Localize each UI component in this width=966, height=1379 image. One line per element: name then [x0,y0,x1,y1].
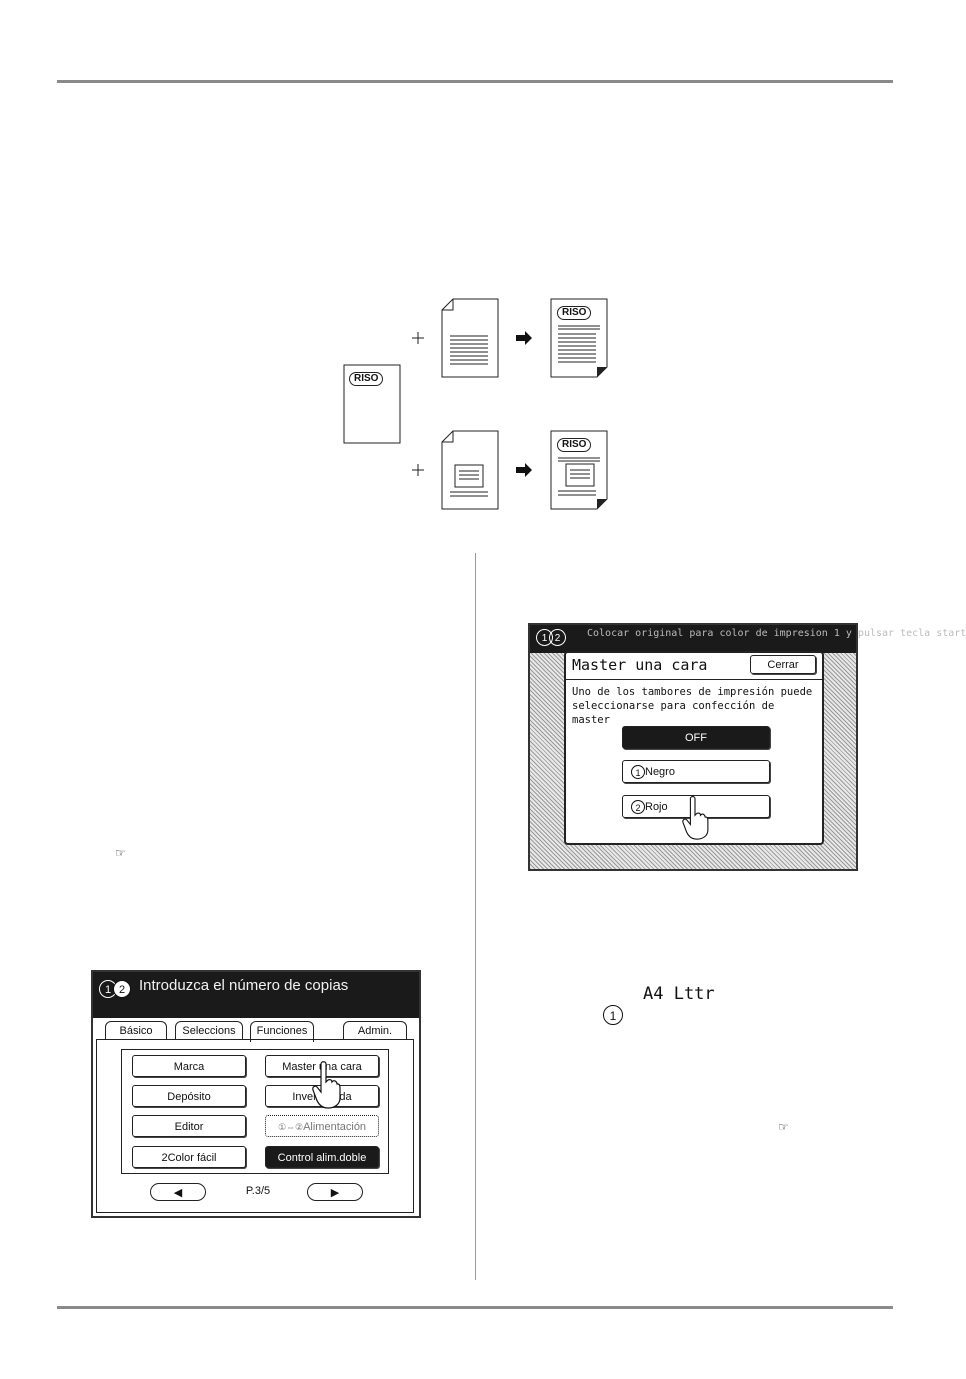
deposito-button[interactable]: Depósito [132,1085,246,1107]
top-rule [57,80,893,83]
alimentacion-label: Alimentación [303,1121,367,1133]
screen-title: Introduzca el número de copias [139,977,349,994]
functions-grid [121,1049,389,1174]
riso-logo-bottom-result: RISO [557,438,592,452]
option-off-button[interactable]: OFF [622,726,770,749]
tab-seleccions[interactable]: Seleccions [175,1021,243,1040]
prev-page-button[interactable]: ◀ [150,1183,206,1201]
tab-admin[interactable]: Admin. [343,1021,407,1040]
overlay-diagram [343,298,608,510]
2color-facil-button[interactable]: 2Color fácil [132,1146,246,1168]
triangle-left-icon: ◀ [173,1187,183,1199]
functions-panel [96,1039,414,1213]
tab-basico[interactable]: Básico [105,1021,167,1040]
drum-icon: ①⇔② [277,1122,304,1132]
arrow-right-icon [516,331,532,477]
result-text-sheet [550,298,608,378]
plus-icon [412,332,424,476]
original-image-sheet [441,430,499,510]
pointing-hand-icon [312,1061,341,1109]
riso-logo-text: RISO [354,373,379,384]
page-indicator: P.3/5 [245,1185,271,1197]
close-button[interactable]: Cerrar [750,655,816,674]
pointing-hand-icon [682,796,709,840]
master-una-cara-dialog: Master una cara Cerrar Uno de los tambor… [564,651,824,845]
triangle-right-icon: ▶ [330,1187,340,1199]
riso-logo-top-result: RISO [557,306,592,320]
option-negro-label: Negro [645,766,675,778]
next-page-button[interactable]: ▶ [307,1183,363,1201]
control-alim-doble-button[interactable]: Control alim.doble [265,1146,379,1168]
drum-2-icon: 2 [631,800,645,815]
tab-funciones[interactable]: Funciones [250,1021,314,1042]
dialog-divider [566,679,822,680]
editor-button[interactable]: Editor [132,1115,246,1137]
riso-logo-template: RISO [349,372,384,386]
bottom-rule [57,1306,893,1309]
reference-icon: ☞ [115,846,126,860]
drum-1-icon: 1 [631,765,645,780]
riso-logo-text: RISO [562,439,587,450]
dialog-description: Uno de los tambores de impresión puede s… [572,686,813,726]
paper-size-legend: A4 Lttr [643,984,715,1004]
alimentacion-button: ①⇔②Alimentación [265,1115,379,1137]
reference-icon: ☞ [778,1120,789,1134]
column-divider [475,553,476,1280]
original-text-sheet [441,298,499,378]
marca-button[interactable]: Marca [132,1055,246,1077]
dialog-title: Master una cara [572,656,708,674]
drum-1-icon: 1 [603,1005,623,1025]
option-rojo-label: Rojo [645,801,668,813]
status-message: Colocar original para color de impresion… [587,628,966,639]
result-image-sheet [550,430,608,510]
riso-logo-text: RISO [562,307,587,318]
template-sheet [343,364,401,444]
